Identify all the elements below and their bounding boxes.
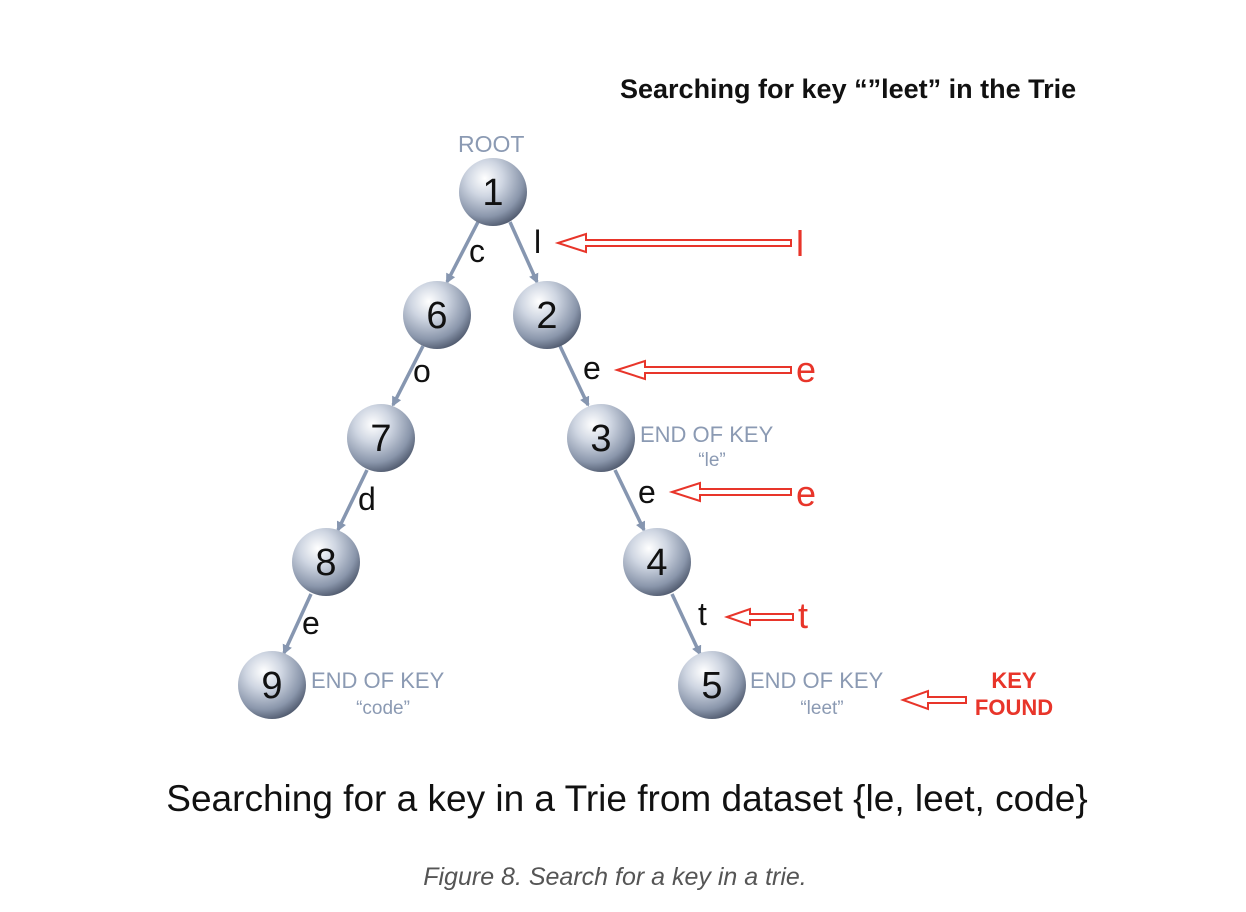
edge-label-l: l (534, 224, 541, 260)
node-label-5: 5 (701, 665, 722, 707)
edges (282, 221, 702, 656)
node-8: 8 (292, 528, 360, 596)
search-arrow-e2 (668, 481, 792, 503)
key-found-arrow (900, 689, 967, 711)
main-caption: Searching for a key in a Trie from datas… (166, 778, 1087, 819)
search-letter-e1: e (796, 349, 816, 390)
edge-2-3 (558, 345, 590, 407)
key-found-line-2: FOUND (975, 695, 1053, 720)
end-key-value-5: “leet” (800, 698, 843, 719)
end-of-key-label-9: END OF KEY (311, 668, 445, 693)
end-of-key-label-3: END OF KEY (640, 422, 774, 447)
edge-8-9 (282, 593, 313, 655)
search-arrows (554, 232, 967, 711)
node-5: 5 (678, 651, 746, 719)
nodes: 1 6 2 7 3 8 4 9 (238, 158, 746, 719)
edge-4-5 (670, 593, 702, 656)
end-of-key-label-5: END OF KEY (750, 668, 884, 693)
node-label-8: 8 (315, 542, 336, 584)
search-arrow-t (723, 607, 794, 627)
node-label-3: 3 (590, 418, 611, 460)
search-letter-e2: e (796, 473, 816, 514)
edge-1-2 (508, 221, 539, 284)
edge-label-c: c (469, 233, 485, 269)
end-key-value-3: “le” (698, 450, 725, 471)
node-label-9: 9 (261, 665, 282, 707)
end-of-key-notes: END OF KEY “le” END OF KEY “code” END OF… (311, 422, 884, 719)
node-7: 7 (347, 404, 415, 472)
node-2: 2 (513, 281, 581, 349)
edge-label-t: t (698, 596, 707, 632)
edge-7-8 (336, 469, 369, 532)
search-arrow-e1 (613, 359, 792, 381)
edge-label-o: o (413, 353, 431, 389)
node-label-2: 2 (536, 295, 557, 337)
figure-caption: Figure 8. Search for a key in a trie. (423, 863, 807, 891)
edge-label-e3: e (302, 605, 320, 641)
node-label-4: 4 (646, 542, 667, 584)
edge-label-e1: e (583, 350, 601, 386)
node-9: 9 (238, 651, 306, 719)
search-letter-t: t (798, 595, 808, 636)
node-6: 6 (403, 281, 471, 349)
key-found-line-1: KEY (991, 668, 1037, 693)
search-arrow-l (554, 232, 792, 254)
diagram-title: Searching for key “”leet” in the Trie (620, 74, 1076, 104)
edge-label-d: d (358, 481, 376, 517)
node-label-6: 6 (426, 295, 447, 337)
edge-3-4 (613, 469, 646, 532)
search-letter-l: l (796, 223, 804, 264)
node-3: 3 (567, 404, 635, 472)
end-key-value-9: “code” (356, 698, 410, 719)
root-label: ROOT (458, 131, 524, 157)
node-label-7: 7 (370, 418, 391, 460)
edge-labels: c l e e t o d e (302, 224, 707, 641)
edge-label-e2: e (638, 474, 656, 510)
search-letters: l e e t (796, 223, 816, 636)
node-4: 4 (623, 528, 691, 596)
node-1: 1 (459, 158, 527, 226)
edge-6-7 (391, 345, 425, 407)
node-label-1: 1 (482, 172, 503, 214)
edge-1-6 (445, 221, 480, 284)
